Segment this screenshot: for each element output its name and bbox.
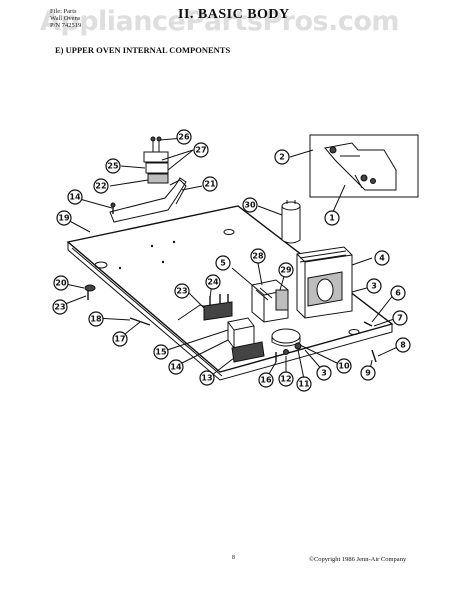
page-number: 8: [232, 555, 235, 561]
svg-text:21: 21: [204, 180, 216, 189]
callout-30: 30: [242, 197, 258, 213]
wire-harness-bracket: [109, 136, 187, 223]
svg-text:12: 12: [280, 375, 291, 384]
callout-14b: 14: [168, 359, 184, 375]
svg-text:14: 14: [170, 363, 182, 372]
callout-1: 1: [324, 210, 340, 226]
svg-text:3: 3: [321, 369, 327, 378]
callout-22: 22: [93, 178, 109, 194]
thermostat: [271, 328, 302, 362]
callout-16: 16: [258, 372, 274, 388]
svg-text:17: 17: [114, 335, 125, 344]
callout-25: 25: [105, 158, 121, 174]
svg-text:16: 16: [260, 376, 272, 385]
section-subtitle: E) UPPER OVEN INTERNAL COMPONENTS: [55, 45, 231, 55]
svg-text:1: 1: [329, 214, 335, 223]
svg-text:20: 20: [55, 279, 67, 288]
svg-text:9: 9: [365, 369, 371, 378]
inset-detail-box: [309, 134, 419, 198]
page-title: II. BASIC BODY: [178, 7, 290, 22]
callout-13: 13: [199, 370, 215, 386]
svg-text:10: 10: [338, 362, 350, 371]
callout-14a: 14: [67, 189, 83, 205]
svg-text:25: 25: [107, 162, 119, 171]
file-info: File: Parts Wall Ovens P/N 742519: [50, 8, 81, 29]
svg-text:19: 19: [58, 214, 70, 223]
callout-21: 21: [202, 176, 218, 192]
callout-8: 8: [395, 337, 411, 353]
callout-5: 5: [215, 255, 231, 271]
transformer: [296, 246, 353, 319]
svg-text:5: 5: [220, 259, 226, 268]
file-line: File: Parts: [50, 8, 77, 15]
svg-text:6: 6: [395, 289, 401, 298]
callout-17: 17: [112, 331, 128, 347]
callout-26: 26: [176, 129, 192, 145]
svg-text:28: 28: [252, 252, 264, 261]
callout-7: 7: [392, 310, 408, 326]
callout-4: 4: [374, 250, 390, 266]
callout-15: 15: [153, 344, 169, 360]
watermark: AppliancePartsPros.com: [40, 6, 400, 37]
callout-3a: 3: [366, 278, 382, 294]
svg-text:30: 30: [244, 201, 256, 210]
screws: [84, 202, 377, 363]
callout-11: 11: [296, 376, 312, 392]
svg-text:3: 3: [371, 282, 377, 291]
svg-text:27: 27: [195, 146, 206, 155]
svg-text:23: 23: [54, 303, 65, 312]
callout-9: 9: [360, 365, 376, 381]
svg-text:2: 2: [279, 153, 285, 162]
svg-text:23: 23: [176, 287, 187, 296]
callout-24: 24: [205, 274, 221, 290]
callout-2: 2: [274, 149, 290, 165]
svg-text:22: 22: [95, 182, 106, 191]
svg-text:13: 13: [201, 374, 212, 383]
product-line: Wall Ovens: [50, 15, 81, 22]
switch-module: [227, 317, 265, 363]
svg-text:4: 4: [379, 254, 385, 263]
terminal-block: [203, 294, 233, 321]
copyright: ©Copyright 1986 Jenn-Air Company: [309, 556, 407, 563]
part-number-line: P/N 742519: [50, 22, 82, 29]
svg-text:18: 18: [90, 315, 102, 324]
callout-29: 29: [278, 262, 294, 278]
callout-23b: 23: [52, 299, 68, 315]
callout-18: 18: [88, 311, 104, 327]
svg-text:26: 26: [178, 133, 190, 142]
svg-text:14: 14: [69, 193, 81, 202]
callout-23a: 23: [174, 283, 190, 299]
callout-6: 6: [390, 285, 406, 301]
svg-text:29: 29: [280, 266, 292, 275]
svg-text:15: 15: [155, 348, 167, 357]
callout-27: 27: [193, 142, 209, 158]
callout-12: 12: [278, 371, 294, 387]
svg-text:24: 24: [207, 278, 219, 287]
svg-text:8: 8: [400, 341, 406, 350]
capacitor: [281, 200, 301, 244]
callout-10: 10: [336, 358, 352, 374]
callout-3b: 3: [316, 365, 332, 381]
callout-28: 28: [250, 248, 266, 264]
svg-text:11: 11: [298, 380, 310, 389]
callout-20: 20: [53, 275, 69, 291]
relay-assembly: [251, 279, 289, 323]
callout-19: 19: [56, 210, 72, 226]
svg-text:7: 7: [397, 314, 403, 323]
